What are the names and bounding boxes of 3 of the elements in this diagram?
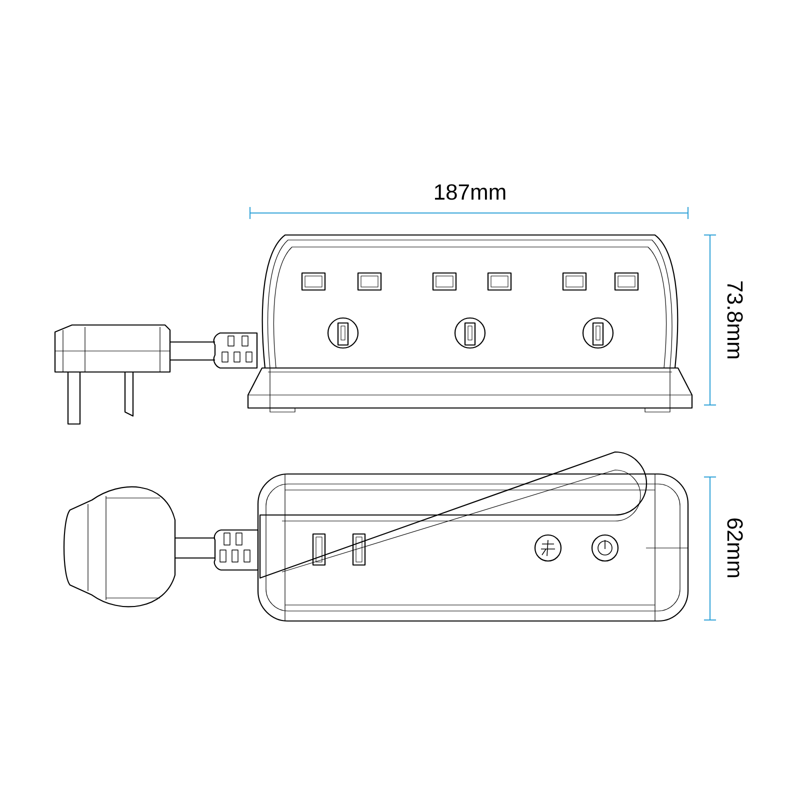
dimension-label: 62mm (727, 518, 743, 578)
dimension-label: 73.8mm (727, 281, 743, 358)
dimension-label: 187mm (435, 184, 506, 200)
